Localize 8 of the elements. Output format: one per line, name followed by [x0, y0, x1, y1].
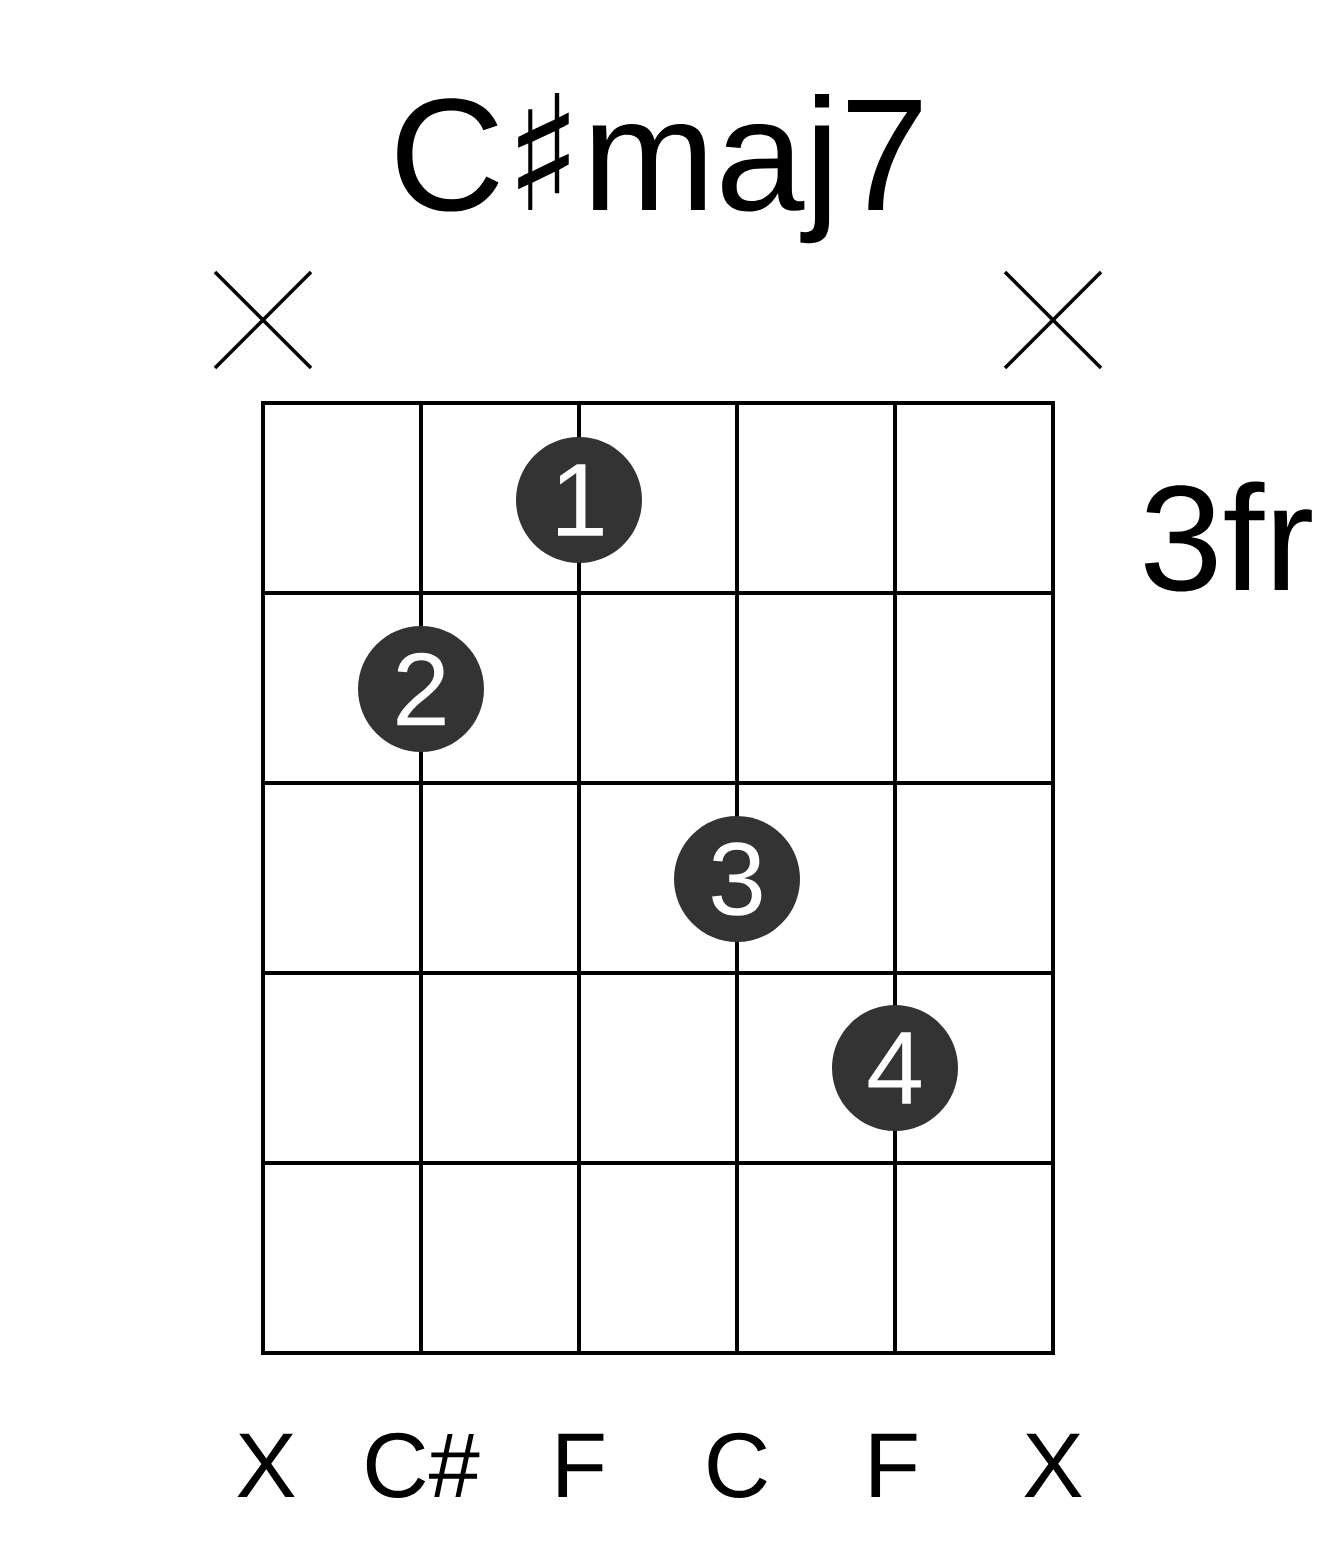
- note-label: F: [558, 1433, 604, 1497]
- fret-number: 3fr: [1144, 481, 1312, 592]
- note-label: C#: [366, 1432, 480, 1498]
- chord-title: C♯maj7: [397, 93, 921, 244]
- note-label: X: [237, 1433, 295, 1497]
- note-label: X: [1024, 1433, 1082, 1497]
- note-label: F: [871, 1433, 917, 1497]
- note-label: C: [708, 1432, 767, 1498]
